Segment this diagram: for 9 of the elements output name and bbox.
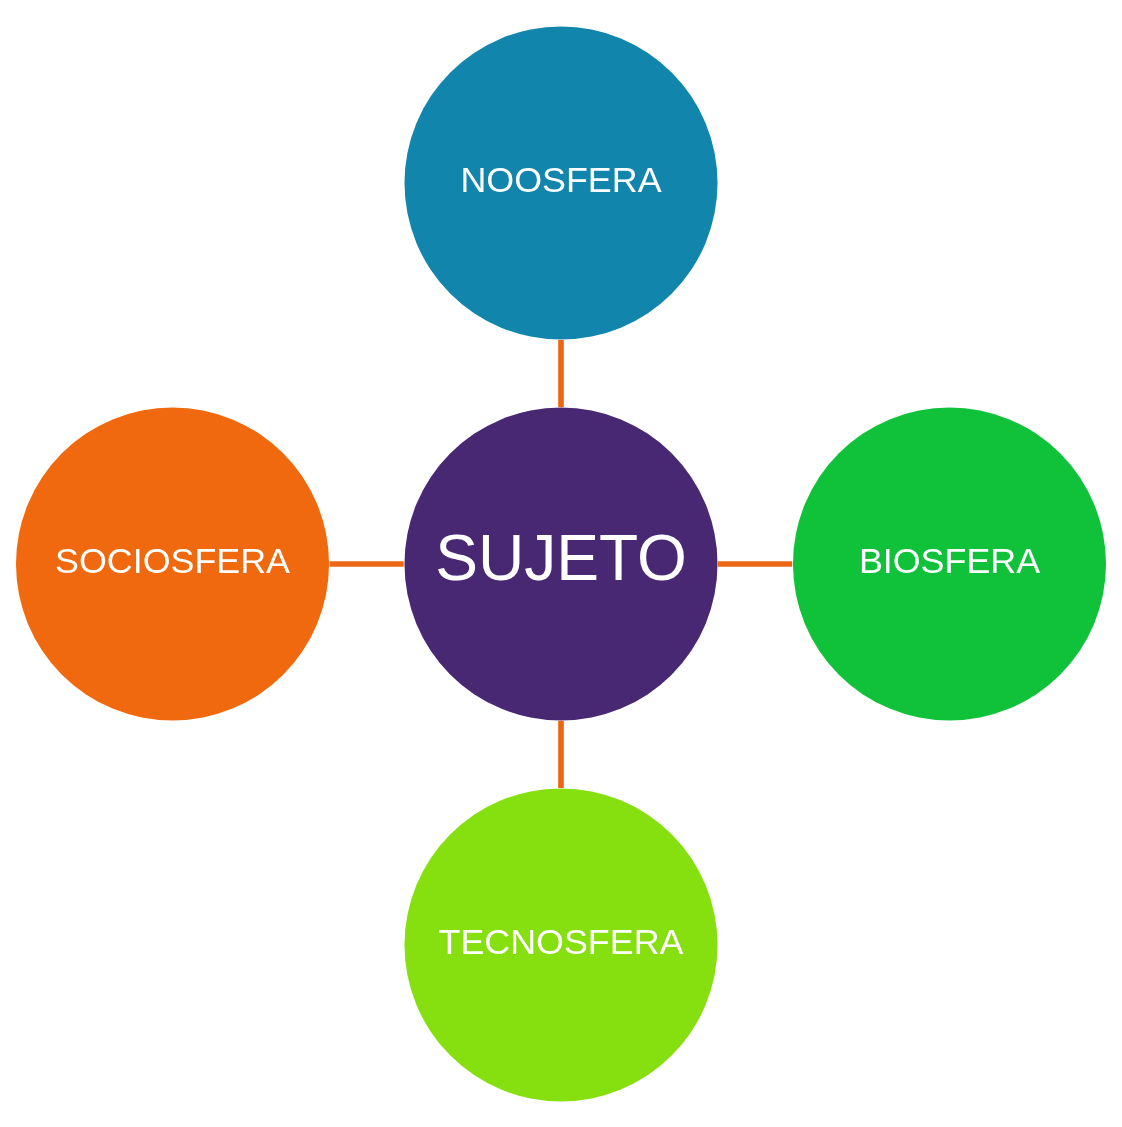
connector [329, 560, 404, 567]
node-circle: BIOSFERA [792, 407, 1106, 720]
connector [558, 339, 564, 407]
node-circle: SUJETO [404, 407, 718, 720]
node-circle: TECNOSFERA [404, 787, 718, 1101]
connector [718, 560, 793, 567]
connector [558, 720, 564, 788]
node-circle: SOCIOSFERA [16, 407, 330, 720]
node-circle: NOOSFERA [404, 26, 718, 340]
